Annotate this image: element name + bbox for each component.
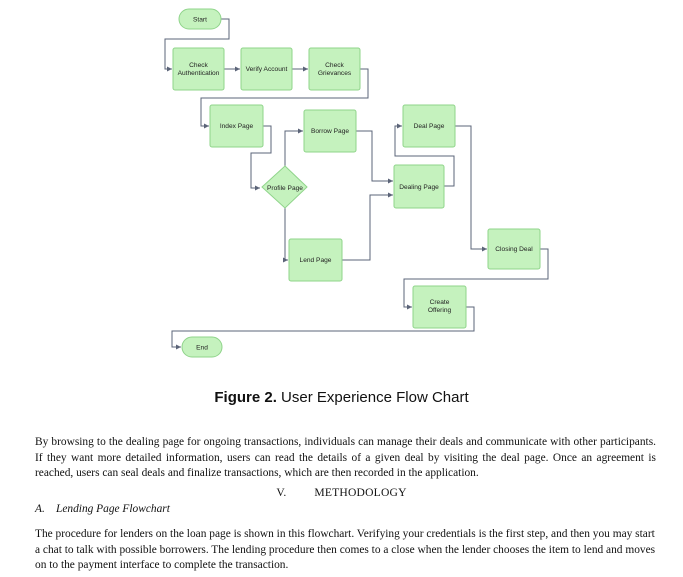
edge-profile-lend	[283, 208, 288, 263]
label-check-auth-2: Authentication	[178, 70, 220, 77]
body-paragraph-2: The procedure for lenders on the loan pa…	[35, 528, 656, 572]
body-paragraph-1: By browsing to the dealing page for ongo…	[35, 436, 656, 480]
edge-index-profile	[250, 125, 272, 191]
node-lend-page	[288, 238, 343, 282]
label-check-grievances-1: Check	[325, 62, 344, 69]
label-borrow-page: Borrow Page	[311, 128, 349, 135]
subsection-title: Lending Page Flowchart	[56, 503, 170, 515]
node-start	[178, 8, 222, 30]
section-number: V.	[276, 486, 287, 499]
label-start: Start	[193, 17, 207, 24]
label-closing-deal: Closing Deal	[495, 246, 533, 253]
node-create-offering	[412, 285, 467, 329]
label-deal-page: Deal Page	[414, 123, 445, 130]
section-title: METHODOLOGY	[314, 486, 407, 499]
node-end	[181, 336, 223, 358]
node-check-authentication	[172, 47, 225, 91]
label-create-offering-1: Create	[430, 299, 450, 306]
flow-labels: Start Check Authentication Verify Accoun…	[178, 17, 534, 352]
figure-caption-text: User Experience Flow Chart	[276, 389, 469, 406]
user-experience-flowchart: Start Check Authentication Verify Accoun…	[164, 8, 549, 358]
node-closing-deal	[487, 228, 541, 270]
edge-start-check-auth	[164, 18, 230, 72]
label-lend-page: Lend Page	[300, 257, 332, 264]
label-index-page: Index Page	[220, 123, 254, 130]
edge-dealing-deal	[394, 123, 455, 187]
label-end: End	[196, 345, 208, 352]
node-deal-page	[402, 104, 456, 148]
edge-create-end	[171, 306, 475, 350]
flow-nodes	[172, 8, 541, 358]
edge-lend-dealing	[342, 192, 393, 261]
subsection-heading: A. Lending Page Flowchart	[35, 503, 170, 515]
edge-borrow-dealing	[356, 130, 393, 184]
label-check-grievances-2: Grievances	[318, 70, 352, 77]
node-check-grievances	[308, 47, 361, 91]
node-dealing-page	[393, 164, 445, 209]
node-profile-page	[261, 165, 308, 209]
edge-grievances-index	[200, 68, 369, 129]
subsection-letter: A.	[35, 503, 45, 515]
flow-edges	[164, 18, 549, 350]
node-index-page	[209, 104, 264, 148]
section-heading: V. METHODOLOGY	[0, 486, 683, 499]
figure-caption: Figure 2. User Experience Flow Chart	[0, 389, 683, 406]
node-borrow-page	[303, 109, 357, 153]
label-check-auth-1: Check	[189, 62, 208, 69]
edge-closing-create	[403, 248, 549, 310]
edge-deal-closing	[455, 125, 487, 252]
label-profile-page: Profile Page	[267, 185, 303, 192]
node-verify-account	[240, 47, 293, 91]
label-verify-account: Verify Account	[246, 66, 288, 73]
edge-profile-borrow	[284, 128, 303, 166]
label-dealing-page: Dealing Page	[399, 184, 439, 191]
label-create-offering-2: Offering	[428, 307, 452, 314]
figure-label: Figure 2.	[214, 389, 277, 406]
